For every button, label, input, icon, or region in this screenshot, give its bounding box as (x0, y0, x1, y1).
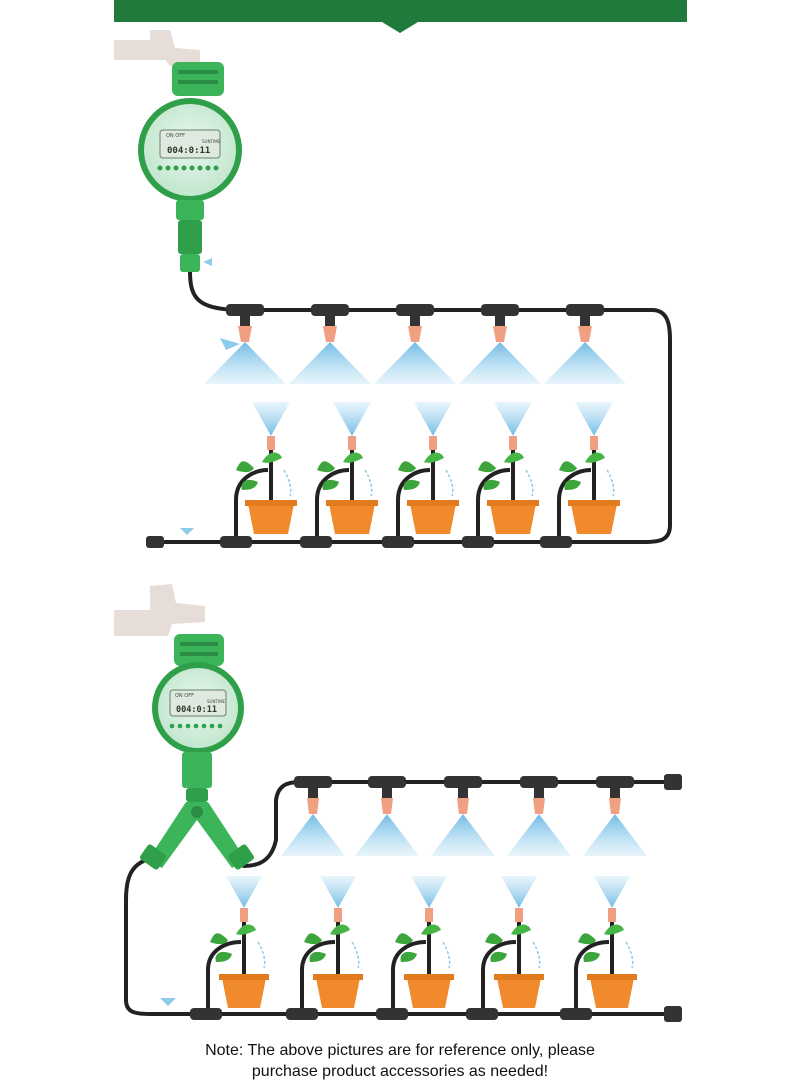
timer-top: ON OFF SUNTIME 004:0:11 (138, 62, 242, 272)
pipe-system-top (146, 270, 672, 544)
plant-unit (476, 402, 539, 542)
mister (355, 776, 419, 856)
mister (281, 776, 345, 856)
pipe-connectors-top (146, 528, 572, 548)
plant-unit (206, 876, 269, 1014)
plants-bottom-row (206, 876, 637, 1014)
timer-display-label-left: ON OFF (166, 133, 185, 139)
plant-unit (234, 402, 297, 542)
plant-unit (481, 876, 544, 1014)
plant-unit (574, 876, 637, 1014)
timer-display-label-right: SUNTIME (202, 139, 221, 144)
timer-display-label-left: ON OFF (175, 693, 194, 699)
note-line-1: Note: The above pictures are for referen… (205, 1042, 595, 1059)
misters-bottom-row (281, 774, 682, 856)
mister (289, 304, 371, 384)
mister (431, 776, 495, 856)
faucet-top (114, 30, 200, 66)
timer-bottom: ON OFF SUNTIME 004:0:11 (140, 634, 254, 870)
plant-unit (391, 876, 454, 1014)
misters-top-row (204, 304, 626, 384)
plant-unit (557, 402, 620, 542)
plant-unit (396, 402, 459, 542)
mister (459, 304, 541, 384)
timer-display-value: 004:0:11 (176, 705, 217, 715)
mister (507, 776, 571, 856)
timer-display-label-right: SUNTIME (207, 699, 226, 704)
timer-display-value: 004:0:11 (167, 146, 210, 156)
reference-note: Note: The above pictures are for referen… (0, 1040, 800, 1082)
top-banner (114, 0, 687, 33)
mister (583, 776, 647, 856)
faucet-bottom (114, 584, 205, 636)
plants-top-row (234, 402, 620, 542)
mister (204, 304, 286, 384)
plant-unit (300, 876, 363, 1014)
pipe-connectors-bottom (160, 998, 682, 1022)
mister (374, 304, 456, 384)
pipe-system-bottom (124, 780, 682, 1016)
mister (544, 304, 626, 384)
note-line-2: purchase product accessories as needed! (251, 1063, 549, 1080)
plant-unit (315, 402, 378, 542)
